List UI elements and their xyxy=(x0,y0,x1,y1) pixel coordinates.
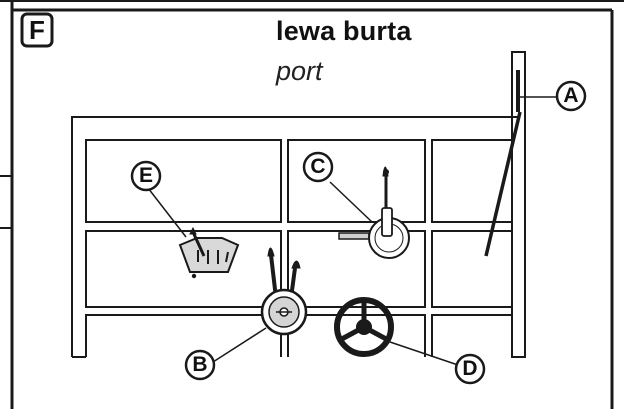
dual-levers xyxy=(212,247,308,363)
control-gauge xyxy=(147,187,240,279)
callout-circle-c xyxy=(302,151,334,183)
throttle-lever xyxy=(329,166,410,259)
callout-circle-d xyxy=(454,353,486,385)
callout-circle-b xyxy=(184,349,216,381)
callout-b: B xyxy=(192,353,208,376)
panel-letter: F xyxy=(29,14,45,45)
diagram-title: lewa burta xyxy=(276,16,412,46)
callout-circle-a xyxy=(555,80,587,112)
callout-e: E xyxy=(138,164,153,187)
console-outline xyxy=(71,51,526,358)
panel-letter-box xyxy=(20,12,54,48)
callout-circle-e xyxy=(130,160,162,192)
callout-circles xyxy=(130,80,587,385)
callout-a: A xyxy=(563,84,579,107)
antenna xyxy=(484,70,557,257)
steering-wheel xyxy=(334,297,459,366)
callout-d: D xyxy=(462,357,478,380)
callout-c: C xyxy=(310,155,326,178)
diagram-subtitle: port xyxy=(276,56,323,86)
